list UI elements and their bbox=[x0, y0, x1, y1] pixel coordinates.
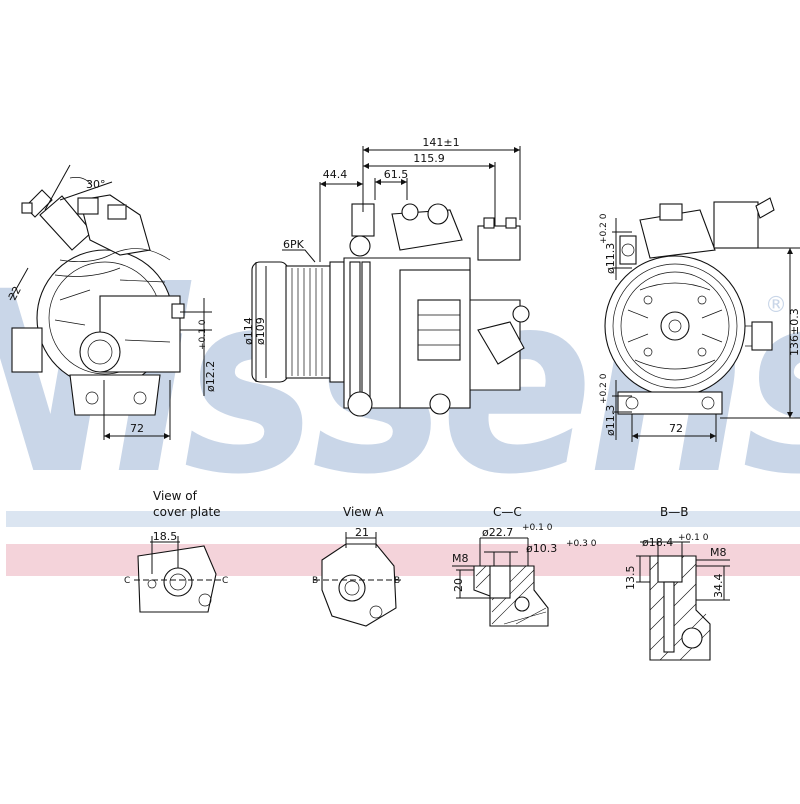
left-dim-hole: ø12.2 bbox=[204, 361, 217, 392]
view-a-caption: View A bbox=[343, 505, 384, 519]
cover-marker-right: C bbox=[222, 576, 228, 586]
bb-h2: 34.4 bbox=[712, 574, 725, 599]
view-a-dim: 21 bbox=[355, 526, 369, 539]
detail-section-cc: C—C ø22.7 +0.1 0 ø10.3 +0.3 0 M8 20 bbox=[452, 505, 597, 627]
detail-cover-plate: View of cover plate 18.5 C C bbox=[124, 489, 228, 613]
view-a-marker-right: B bbox=[394, 576, 400, 586]
bb-thread: M8 bbox=[710, 546, 727, 559]
cover-caption-2: cover plate bbox=[153, 505, 221, 519]
front-belt-label: 6PK bbox=[283, 238, 305, 251]
cc-d2: ø10.3 bbox=[526, 542, 557, 555]
front-dim-d114: ø114 bbox=[242, 317, 255, 345]
cover-caption-1: View of bbox=[153, 489, 198, 503]
left-view: 30° 22 72 ø12.2 +0.1 0 bbox=[6, 164, 217, 440]
cc-thread: M8 bbox=[452, 552, 469, 565]
left-dim-side: 22 bbox=[6, 284, 24, 302]
front-dim-d109: ø109 bbox=[254, 317, 267, 345]
right-dim-width: 72 bbox=[669, 422, 683, 435]
front-dim-44: 44.4 bbox=[323, 168, 348, 181]
band-blue bbox=[6, 511, 800, 527]
front-dim-141: 141±1 bbox=[422, 136, 459, 149]
cc-caption: C—C bbox=[493, 505, 522, 519]
bb-caption: B—B bbox=[660, 505, 688, 519]
registered-mark: ® bbox=[765, 293, 787, 318]
bb-d1: ø18.4 bbox=[642, 536, 673, 549]
detail-view-a: View A 21 B B bbox=[312, 505, 404, 627]
bb-d1-tol: +0.1 0 bbox=[678, 533, 709, 543]
cc-d2-tol: +0.3 0 bbox=[566, 539, 597, 549]
front-dim-61: 61.5 bbox=[384, 168, 409, 181]
cc-d1: ø22.7 bbox=[482, 526, 513, 539]
bb-h1: 13.5 bbox=[624, 566, 637, 591]
left-side-block bbox=[11, 327, 43, 373]
cc-depth: 20 bbox=[452, 578, 465, 592]
detail-section-bb: B—B ø18.4 +0.1 0 M8 13.5 34.4 bbox=[624, 505, 730, 661]
cover-marker-left: C bbox=[124, 576, 130, 586]
right-view: ø11.3 +0.2 0 ø11.3 +0.2 0 72 136±0.3 bbox=[599, 197, 800, 442]
left-dim-width: 72 bbox=[130, 422, 144, 435]
left-angle-label: 30° bbox=[86, 178, 106, 191]
front-view: 141±1 115.9 44.4 61.5 6PK ø114 ø109 bbox=[242, 136, 530, 417]
right-dim-bottom-tol: +0.2 0 bbox=[599, 373, 609, 404]
right-dim-top-tol: +0.2 0 bbox=[599, 213, 609, 244]
cc-d1-tol: +0.1 0 bbox=[522, 523, 553, 533]
left-dim-hole-tol: +0.1 0 bbox=[198, 319, 208, 350]
right-dim-top-hole: ø11.3 bbox=[604, 243, 617, 274]
view-a-marker-left: B bbox=[312, 576, 318, 586]
right-dim-bottom-hole: ø11.3 bbox=[604, 405, 617, 436]
front-dim-115: 115.9 bbox=[413, 152, 445, 165]
cover-dim: 18.5 bbox=[153, 530, 178, 543]
right-dim-height: 136±0.3 bbox=[788, 308, 800, 356]
